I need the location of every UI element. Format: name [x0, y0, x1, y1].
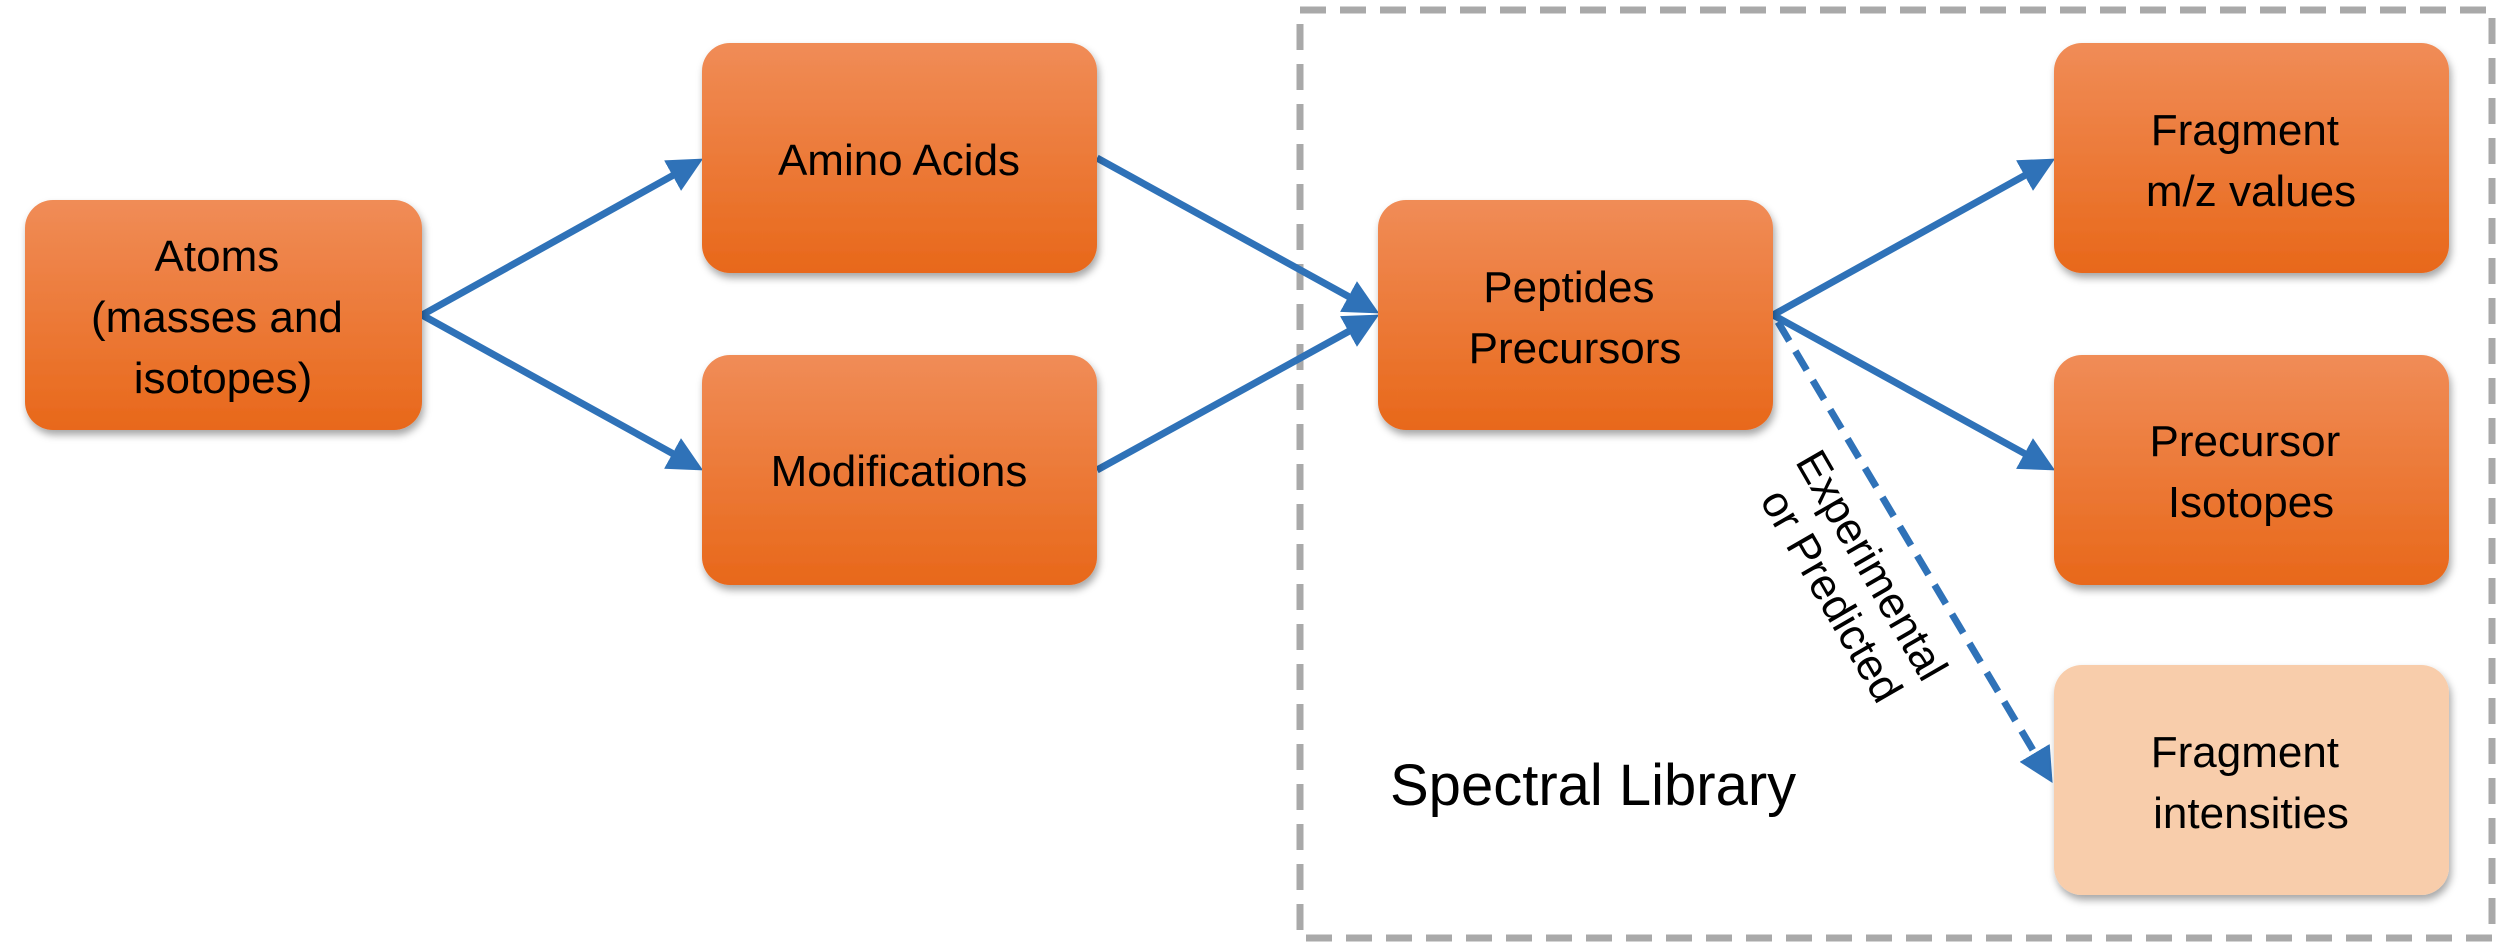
node-label-line: intensities	[2153, 789, 2349, 838]
node-label-line: (masses and	[91, 293, 343, 342]
edge-atoms-to-amino-acids	[420, 158, 704, 319]
node-label-line: m/z values	[2146, 167, 2356, 216]
node-fragment-intensities: Fragment intensities	[2054, 665, 2449, 895]
node-label-line: Amino Acids	[778, 136, 1020, 185]
node-label-line: Isotopes	[2168, 478, 2334, 527]
node-label-line: Modifications	[771, 447, 1028, 496]
node-atoms: Atoms (masses and isotopes)	[25, 200, 422, 430]
node-label: Amino Acids	[778, 136, 1020, 185]
node-label: Atoms (masses and isotopes)	[91, 232, 355, 403]
node-peptides-precursors: Peptides Precursors	[1378, 200, 1773, 430]
edge-amino-acids-to-peptides	[1095, 154, 1380, 314]
node-label: Fragment intensities	[2151, 728, 2352, 838]
node-label-line: Fragment	[2151, 728, 2339, 777]
node-precursor-isotopes: Precursor Isotopes	[2054, 355, 2449, 585]
node-box	[2054, 355, 2449, 585]
node-label-line: Precursors	[1469, 324, 1682, 373]
edges	[420, 154, 2056, 784]
node-amino-acids: Amino Acids	[702, 43, 1097, 273]
edge-peptides-to-fragment-intensities	[1774, 320, 2053, 784]
node-label: Precursor Isotopes	[2150, 417, 2353, 527]
node-label-line: Fragment	[2151, 106, 2339, 155]
node-label: Fragment m/z values	[2146, 106, 2356, 216]
edge-atoms-to-modifications	[420, 311, 704, 471]
node-label-line: Precursor	[2150, 417, 2341, 466]
node-box	[1378, 200, 1773, 430]
node-fragment-mz-values: Fragment m/z values	[2054, 43, 2449, 273]
node-box	[2054, 43, 2449, 273]
spectral-library-region	[1296, 6, 2496, 942]
node-box	[25, 200, 422, 430]
node-box	[702, 355, 1097, 585]
node-label: Modifications	[771, 447, 1028, 496]
edge-peptides-to-fragment-mz	[1771, 158, 2056, 319]
node-label-line: isotopes)	[134, 354, 313, 403]
node-label-line: Peptides	[1483, 263, 1654, 312]
node-label: Peptides Precursors	[1469, 263, 1682, 373]
node-box	[2054, 665, 2449, 895]
node-box	[702, 43, 1097, 273]
spectral-library-label: Spectral Library	[1390, 753, 1796, 818]
edge-modifications-to-peptides	[1095, 314, 1380, 474]
edge-peptides-to-precursor-isotopes	[1771, 311, 2056, 471]
dashed-edge-label: Experimental or Predicted	[1743, 442, 1963, 724]
node-modifications: Modifications	[702, 355, 1097, 585]
node-label-line: Atoms	[155, 232, 280, 281]
